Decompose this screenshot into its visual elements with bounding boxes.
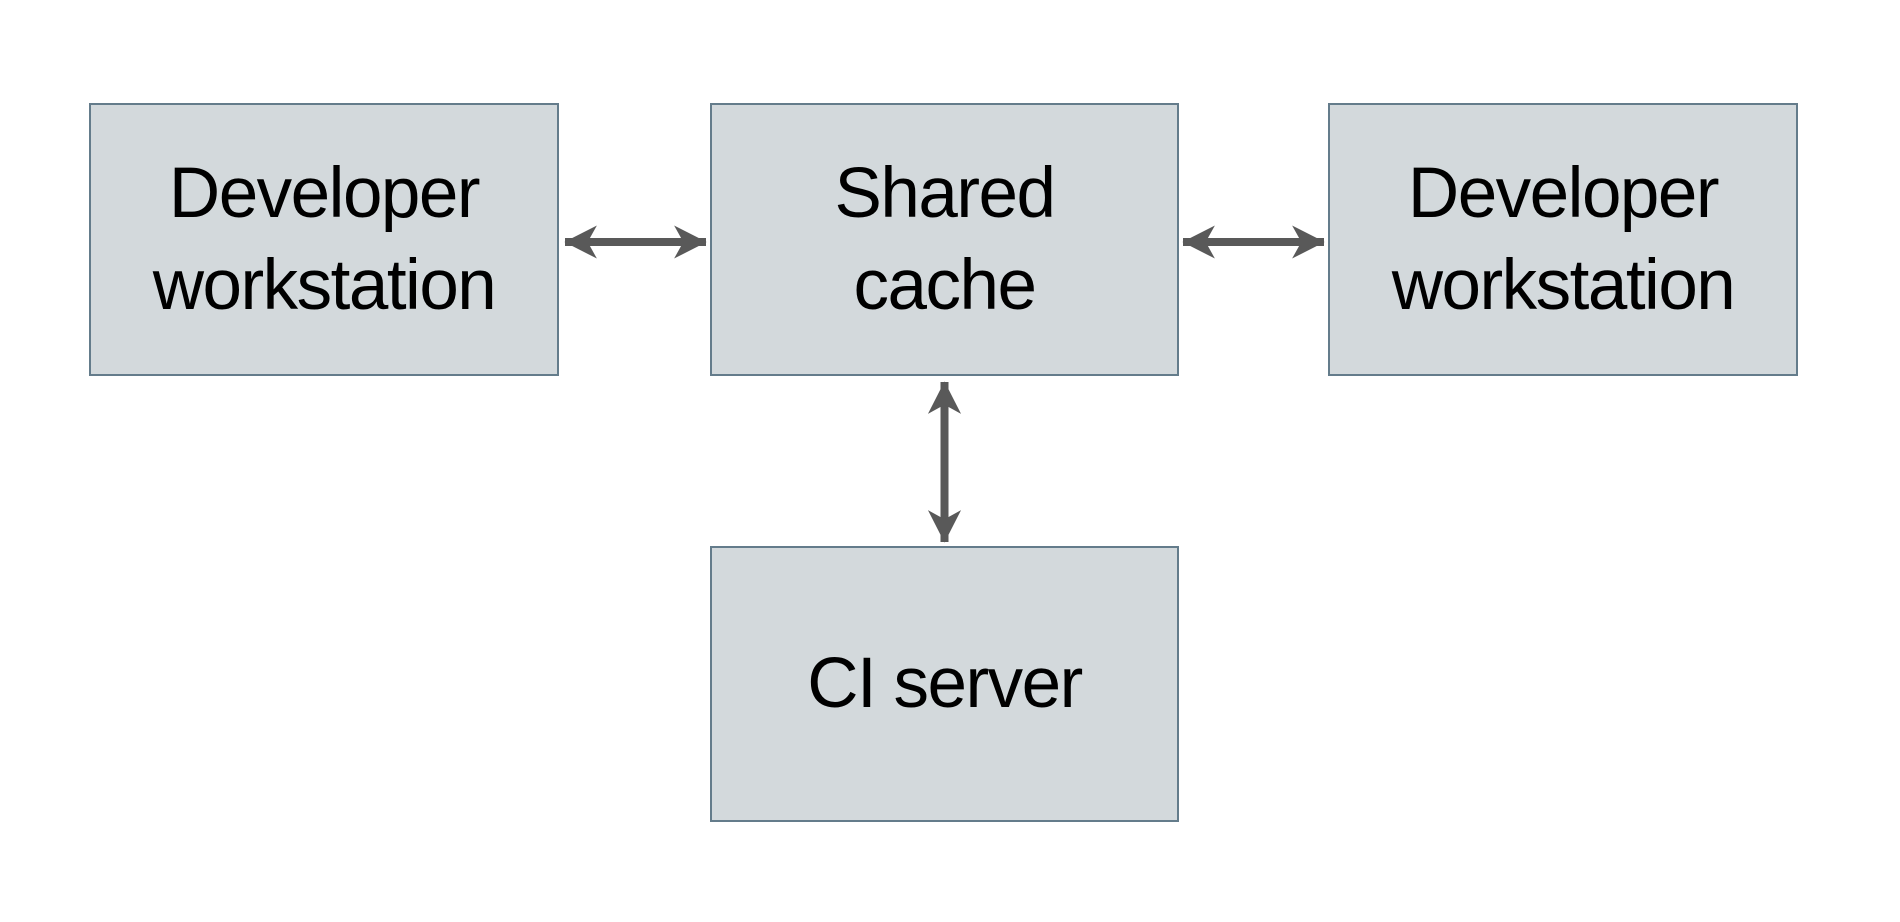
node-label-line: Developer <box>1407 153 1720 233</box>
node-label-line: CI server <box>807 644 1083 723</box>
node-label-line: workstation <box>1391 245 1736 325</box>
node-label-line: workstation <box>152 245 497 325</box>
node-label-line: Shared <box>834 153 1056 233</box>
node-developer-workstation-left: Developer workstation <box>89 103 559 376</box>
node-label-line: cache <box>853 245 1037 325</box>
node-developer-workstation-right: Developer workstation <box>1328 103 1798 376</box>
node-label-line: Developer <box>168 153 481 233</box>
node-shared-cache: Shared cache <box>710 103 1179 376</box>
node-ci-server: CI server <box>710 546 1179 822</box>
